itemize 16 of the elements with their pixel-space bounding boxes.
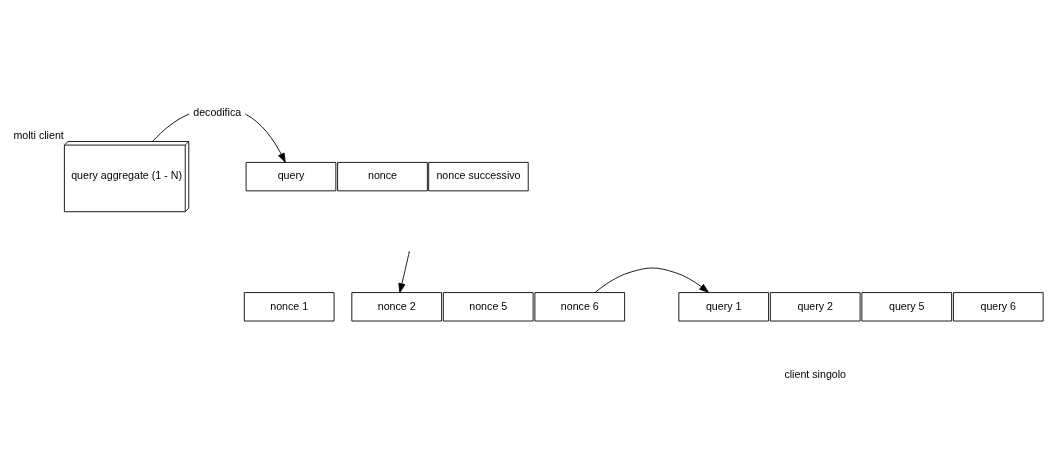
node-box: nonce 5 <box>442 291 534 321</box>
node-box: nonce 1 <box>243 291 335 321</box>
node-box: nonce <box>337 161 428 191</box>
node-label: molti client <box>13 128 64 141</box>
node-box: query 5 <box>861 291 953 321</box>
node-box: nonce 6 <box>534 291 626 321</box>
arrow <box>398 251 410 293</box>
edge-label: decodifica <box>193 105 242 118</box>
node-box: nonce 2 <box>351 291 443 321</box>
node-box: query 6 <box>952 291 1044 321</box>
arrow <box>594 267 709 293</box>
node-box: nonce successivo <box>428 161 529 191</box>
node-box: query 2 <box>769 291 861 321</box>
node-box: query 1 <box>678 291 770 321</box>
node-box: query <box>245 161 337 191</box>
label: client singolo <box>784 367 847 380</box>
